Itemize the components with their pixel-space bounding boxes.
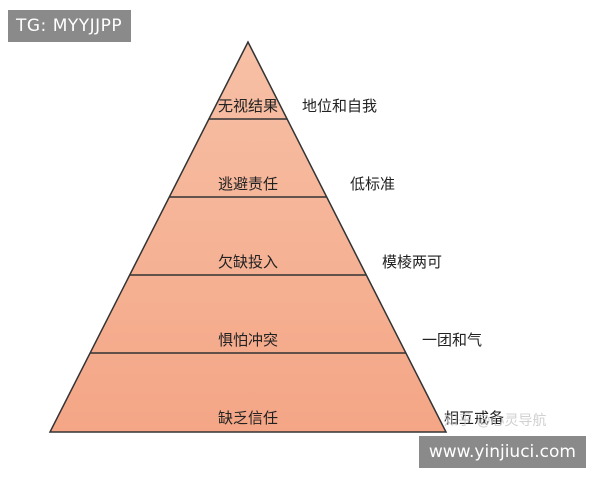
level-note-5: 相互戒备 <box>444 409 504 427</box>
level-label-1: 无视结果 <box>218 97 278 115</box>
level-note-4: 一团和气 <box>422 331 482 349</box>
level-label-4: 惧怕冲突 <box>218 331 278 349</box>
level-label-2: 逃避责任 <box>218 175 278 193</box>
level-label-3: 欠缺投入 <box>218 253 278 271</box>
site-watermark: www.yinjiuci.com <box>418 436 586 468</box>
level-note-1: 地位和自我 <box>302 97 377 115</box>
level-note-2: 低标准 <box>350 175 395 193</box>
level-label-5: 缺乏信任 <box>218 409 278 427</box>
pyramid-shape <box>48 40 448 433</box>
level-dividers <box>90 118 406 354</box>
telegram-tag: TG: MYYJJPP <box>8 10 132 42</box>
level-note-3: 模棱两可 <box>382 253 442 271</box>
zhihu-watermark: 知乎 @心灵导航 <box>444 413 547 429</box>
